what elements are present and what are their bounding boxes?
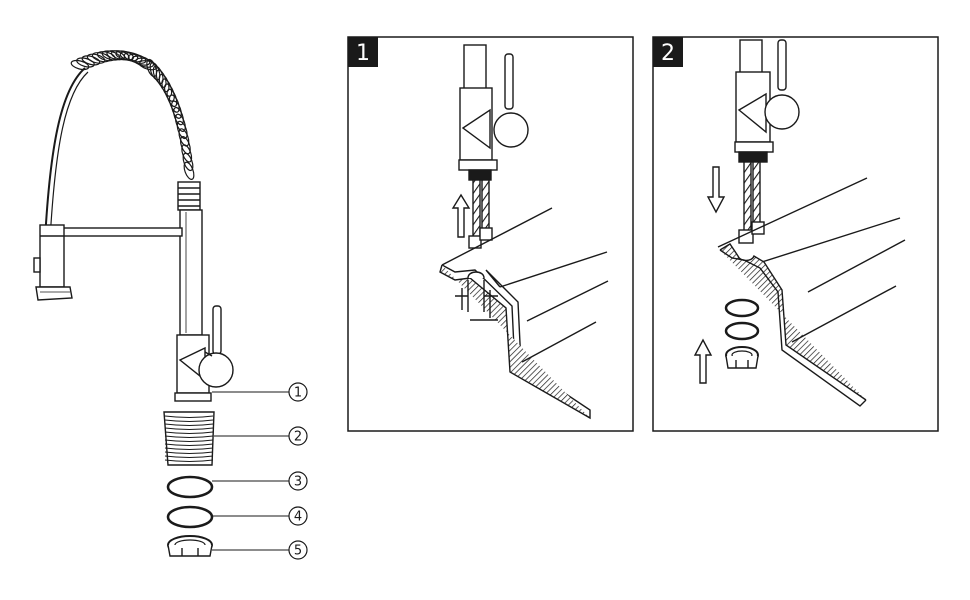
thread-line <box>164 415 214 419</box>
spring-coil-loop <box>168 94 180 113</box>
thread-line <box>164 423 214 427</box>
thread-line <box>164 455 214 459</box>
coil-spring <box>70 50 195 180</box>
thread-line <box>164 435 214 439</box>
step-1-panel: 1 <box>347 36 634 432</box>
callout-group: 1 2 3 4 5 <box>212 382 308 560</box>
callout-number-1: 1 <box>294 386 302 401</box>
thread-line <box>164 447 214 451</box>
spring-coil-loop <box>173 106 184 126</box>
spring-coil-loop <box>166 88 178 108</box>
callout-circle-1 <box>288 382 308 402</box>
callout-circle-2 <box>288 426 308 446</box>
thread-line <box>164 459 214 463</box>
callout-number-2: 2 <box>294 430 302 445</box>
callout-circle-3 <box>288 471 308 491</box>
callout-circle-4 <box>288 506 308 526</box>
metal-washer-part <box>166 505 214 529</box>
step-2-panel: 2 <box>652 36 939 432</box>
threaded-shank-part <box>163 411 215 466</box>
thread-line <box>164 451 214 455</box>
callout-number-3: 3 <box>294 475 302 490</box>
spring-coil-loop <box>171 100 182 119</box>
callout-number-4: 4 <box>294 510 302 525</box>
thread-line <box>164 419 214 423</box>
spring-coil-loop <box>174 113 186 132</box>
rubber-washer-part <box>166 475 214 499</box>
faucet-illustration <box>33 50 234 557</box>
spring-coil-loop <box>152 65 164 84</box>
callout-number-5: 5 <box>294 544 302 559</box>
sprayer-head <box>33 224 73 301</box>
thread-line <box>164 427 214 431</box>
thread-line <box>164 439 214 443</box>
step-1-label: 1 <box>356 41 370 66</box>
spring-coil-loop <box>183 161 195 180</box>
spring-coil-loop <box>106 50 126 61</box>
mounting-nut-part <box>167 535 213 557</box>
thread-line <box>164 443 214 447</box>
spring-coil-loop <box>135 57 155 68</box>
step-2-label: 2 <box>661 41 675 66</box>
step-1-label-box <box>348 37 378 67</box>
thread-line <box>164 431 214 435</box>
step-2-label-box <box>653 37 683 67</box>
callout-circle-5 <box>288 540 308 560</box>
spring-coil-loop <box>181 144 193 163</box>
